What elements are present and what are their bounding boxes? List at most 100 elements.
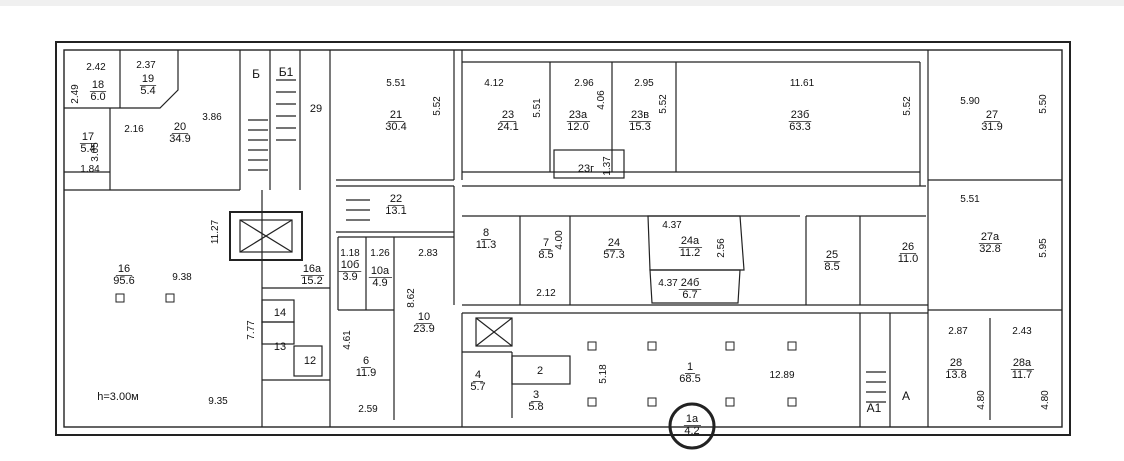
room-23a-number: 23а [569, 109, 588, 121]
room-28-area: 13.8 [945, 369, 966, 381]
label-a1: А1 [867, 401, 882, 415]
room-21-number: 21 [390, 109, 402, 121]
room-8-area: 11.3 [476, 239, 497, 251]
room-27a-number: 27а [981, 231, 1000, 243]
dim-2-95: 2.95 [634, 78, 654, 89]
dim-2-16: 2.16 [124, 124, 144, 135]
room-21-area: 30.4 [385, 121, 406, 133]
label-a: А [902, 389, 910, 403]
dim-2-59: 2.59 [358, 404, 378, 415]
label-b1: Б1 [279, 65, 294, 79]
top-bar [0, 0, 1124, 6]
dim-2-96: 2.96 [574, 78, 594, 89]
inner-wall [63, 49, 1063, 428]
room-23b-number: 23б [791, 109, 810, 121]
room-10b-number: 10б [341, 259, 360, 271]
room-1a-number: 1а [686, 413, 699, 425]
dim-7-77: 7.77 [246, 320, 257, 340]
room-10a-number: 10а [371, 265, 390, 277]
dim-4-06: 4.06 [596, 90, 607, 110]
room-13-label: 13 [274, 341, 286, 353]
room-23b-area: 63.3 [789, 121, 810, 133]
room-8-number: 8 [483, 227, 489, 239]
room-1-area: 68.5 [679, 373, 700, 385]
room-16-number: 16 [118, 263, 130, 275]
dim-12-89: 12.89 [769, 370, 794, 381]
room-25-number: 25 [826, 249, 838, 261]
dim-4-37-a: 4.37 [662, 220, 682, 231]
dim-11-61: 11.61 [790, 78, 815, 89]
dim-5-18: 5.18 [598, 364, 609, 384]
room-6-number: 6 [363, 355, 369, 367]
room-23v-area: 15.3 [629, 121, 650, 133]
room-28-number: 28 [950, 357, 962, 369]
dim-2-12: 2.12 [536, 288, 556, 299]
room-7-area: 8.5 [538, 249, 553, 261]
room-28a-number: 28а [1013, 357, 1032, 369]
dim-2-49: 2.49 [70, 84, 81, 104]
room-27-area: 31.9 [981, 121, 1002, 133]
dim-5-50: 5.50 [1038, 94, 1049, 114]
room-3-area: 5.8 [528, 401, 543, 413]
room-24a-area: 11.2 [680, 247, 701, 259]
dim-4-12: 4.12 [484, 78, 504, 89]
dim-4-37-b: 4.37 [658, 278, 678, 289]
room-23a-area: 12.0 [567, 121, 588, 133]
room-1-number: 1 [687, 361, 693, 373]
room-17-number: 17 [82, 131, 94, 143]
room-10a-area: 4.9 [372, 277, 387, 289]
dim-5-51-b: 5.51 [532, 98, 543, 118]
room-23v-number: 23в [631, 109, 649, 121]
dim-4-61: 4.61 [342, 330, 353, 350]
room-16a-number: 16а [303, 263, 322, 275]
dim-5-52-c: 5.52 [902, 96, 913, 116]
rotunda-1a [668, 402, 716, 450]
room-4-number: 4 [475, 369, 481, 381]
dim-1-18: 1.18 [340, 248, 360, 259]
room-23g-label: 23г [578, 163, 594, 175]
room-3-number: 3 [533, 389, 539, 401]
dim-5-52-b: 5.52 [658, 94, 669, 114]
room-7-number: 7 [543, 237, 549, 249]
dim-5-51-c: 5.51 [960, 194, 980, 205]
dim-9-38: 9.38 [172, 272, 192, 283]
room-23-area: 24.1 [497, 121, 518, 133]
room-2-label: 2 [537, 365, 543, 377]
dim-2-43: 2.43 [1012, 326, 1032, 337]
room-6-area: 11.9 [356, 367, 377, 379]
room-17-area: 5.4 [80, 143, 95, 155]
room-22-number: 22 [390, 193, 402, 205]
room-12-label: 12 [304, 355, 316, 367]
dim-2-83: 2.83 [418, 248, 438, 259]
room-10-area: 23.9 [413, 323, 434, 335]
dim-3-05: 3.05 [90, 142, 101, 162]
dim-2-56: 2.56 [716, 238, 727, 258]
ceiling-height-note: h=3.00м [97, 391, 139, 403]
dim-8-62: 8.62 [406, 288, 417, 308]
room-10-number: 10 [418, 311, 430, 323]
dim-4-80-a: 4.80 [976, 390, 987, 410]
dim-1-37: 1.37 [602, 156, 613, 176]
room-24b-area: 6.7 [682, 289, 697, 301]
room-19-number: 19 [142, 73, 154, 85]
dim-2-42: 2.42 [86, 62, 106, 73]
dim-5-90: 5.90 [960, 96, 980, 107]
room-20-number: 20 [174, 121, 186, 133]
room-16a-area: 15.2 [301, 275, 322, 287]
room-20-area: 34.9 [169, 133, 190, 145]
room-26-number: 26 [902, 241, 914, 253]
room-23-number: 23 [502, 109, 514, 121]
room-10b-area: 3.9 [342, 271, 357, 283]
dim-5-52-a: 5.52 [432, 96, 443, 116]
dim-9-35: 9.35 [208, 396, 228, 407]
dim-3-86: 3.86 [202, 112, 222, 123]
dim-11-27: 11.27 [210, 219, 221, 244]
dim-2-87: 2.87 [948, 326, 968, 337]
dim-5-51-a: 5.51 [386, 78, 406, 89]
dim-2-37: 2.37 [136, 60, 156, 71]
room-25-area: 8.5 [824, 261, 839, 273]
room-27a-area: 32.8 [979, 243, 1000, 255]
room-4-area: 5.7 [470, 381, 485, 393]
room-14-label: 14 [274, 307, 286, 319]
